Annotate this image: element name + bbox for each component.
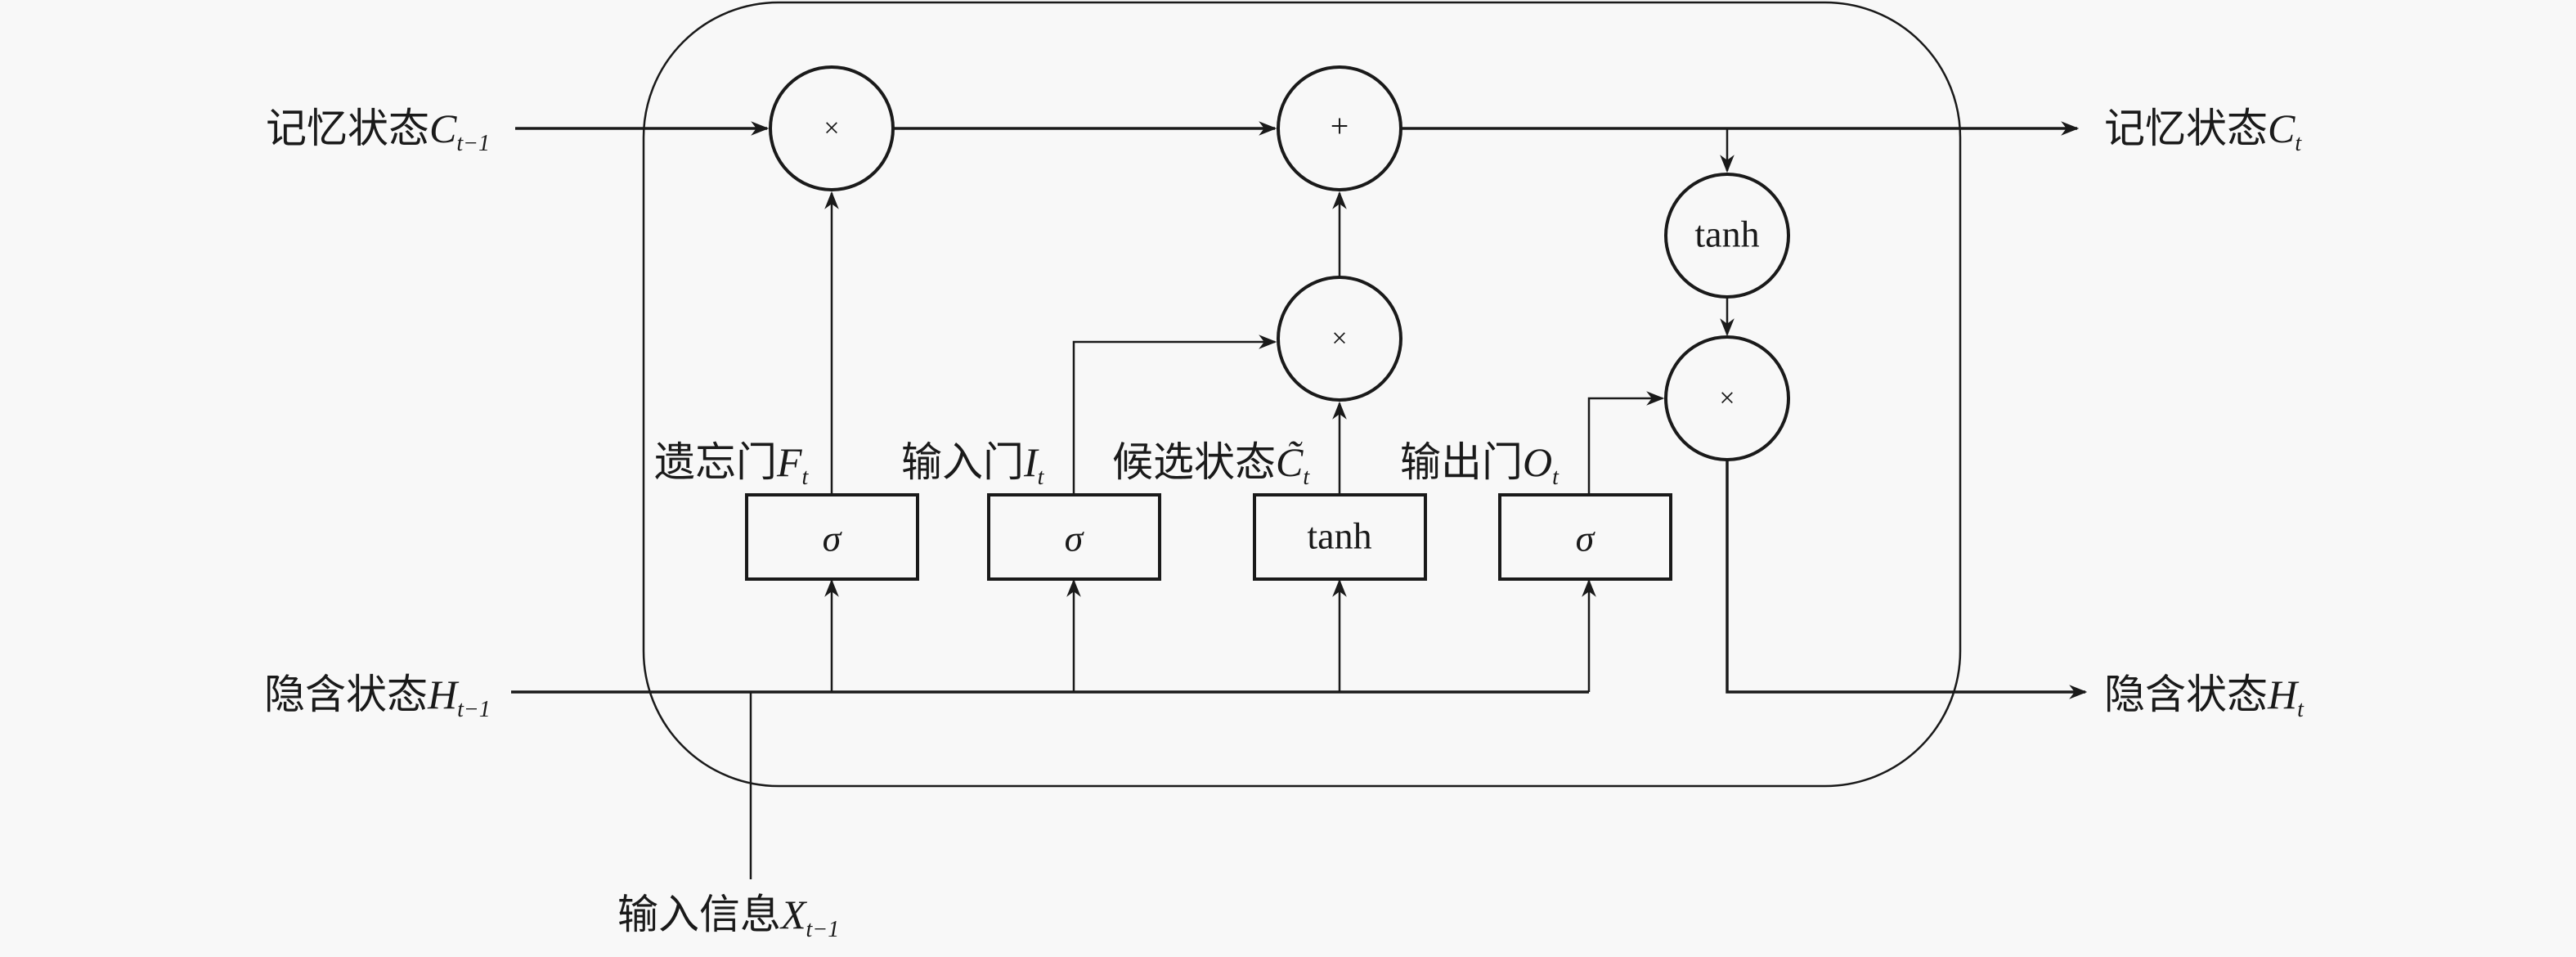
hidden-out-label: 隐含状态Ht — [2104, 672, 2304, 722]
forget-multiply-node: × — [769, 65, 895, 191]
memory-out-label: 记忆状态Ct — [2104, 106, 2302, 156]
output-multiply-node: × — [1664, 335, 1790, 461]
candidate-box: tanh — [1253, 493, 1427, 581]
forget-gate-box: σ — [745, 493, 919, 581]
output-gate-box: σ — [1498, 493, 1672, 581]
svg-text:σ: σ — [1576, 518, 1596, 559]
svg-text:σ: σ — [823, 518, 843, 559]
plus-symbol: + — [1331, 108, 1349, 145]
multiply-symbol: × — [1719, 384, 1735, 414]
multiply-symbol: × — [1331, 324, 1347, 354]
forget-gate-label: 遗忘门Ft — [654, 439, 810, 490]
memory-prev-label: 记忆状态Ct−1 — [266, 106, 490, 156]
input-gate-label: 输入门It — [901, 439, 1045, 490]
output-tanh-node: tanh — [1664, 173, 1790, 299]
add-node: + — [1277, 65, 1402, 191]
output-gate-label: 输出门Ot — [1400, 439, 1560, 490]
svg-text:σ: σ — [1065, 518, 1085, 559]
candidate-label: 候选状态C̃t — [1112, 439, 1310, 490]
input-gate-box: σ — [987, 493, 1161, 581]
svg-text:tanh: tanh — [1307, 515, 1371, 557]
hidden-out-arrow — [1726, 460, 2088, 699]
input-x-label: 输入信息Xt−1 — [617, 892, 839, 942]
cell-boundary — [642, 1, 1962, 788]
tanh-symbol: tanh — [1694, 213, 1759, 255]
hidden-prev-label: 隐含状态Ht−1 — [264, 672, 491, 722]
input-gate-arrow — [1072, 335, 1277, 495]
output-gate-arrow — [1587, 391, 1665, 495]
multiply-symbol: × — [824, 114, 839, 144]
input-multiply-node: × — [1277, 276, 1402, 402]
